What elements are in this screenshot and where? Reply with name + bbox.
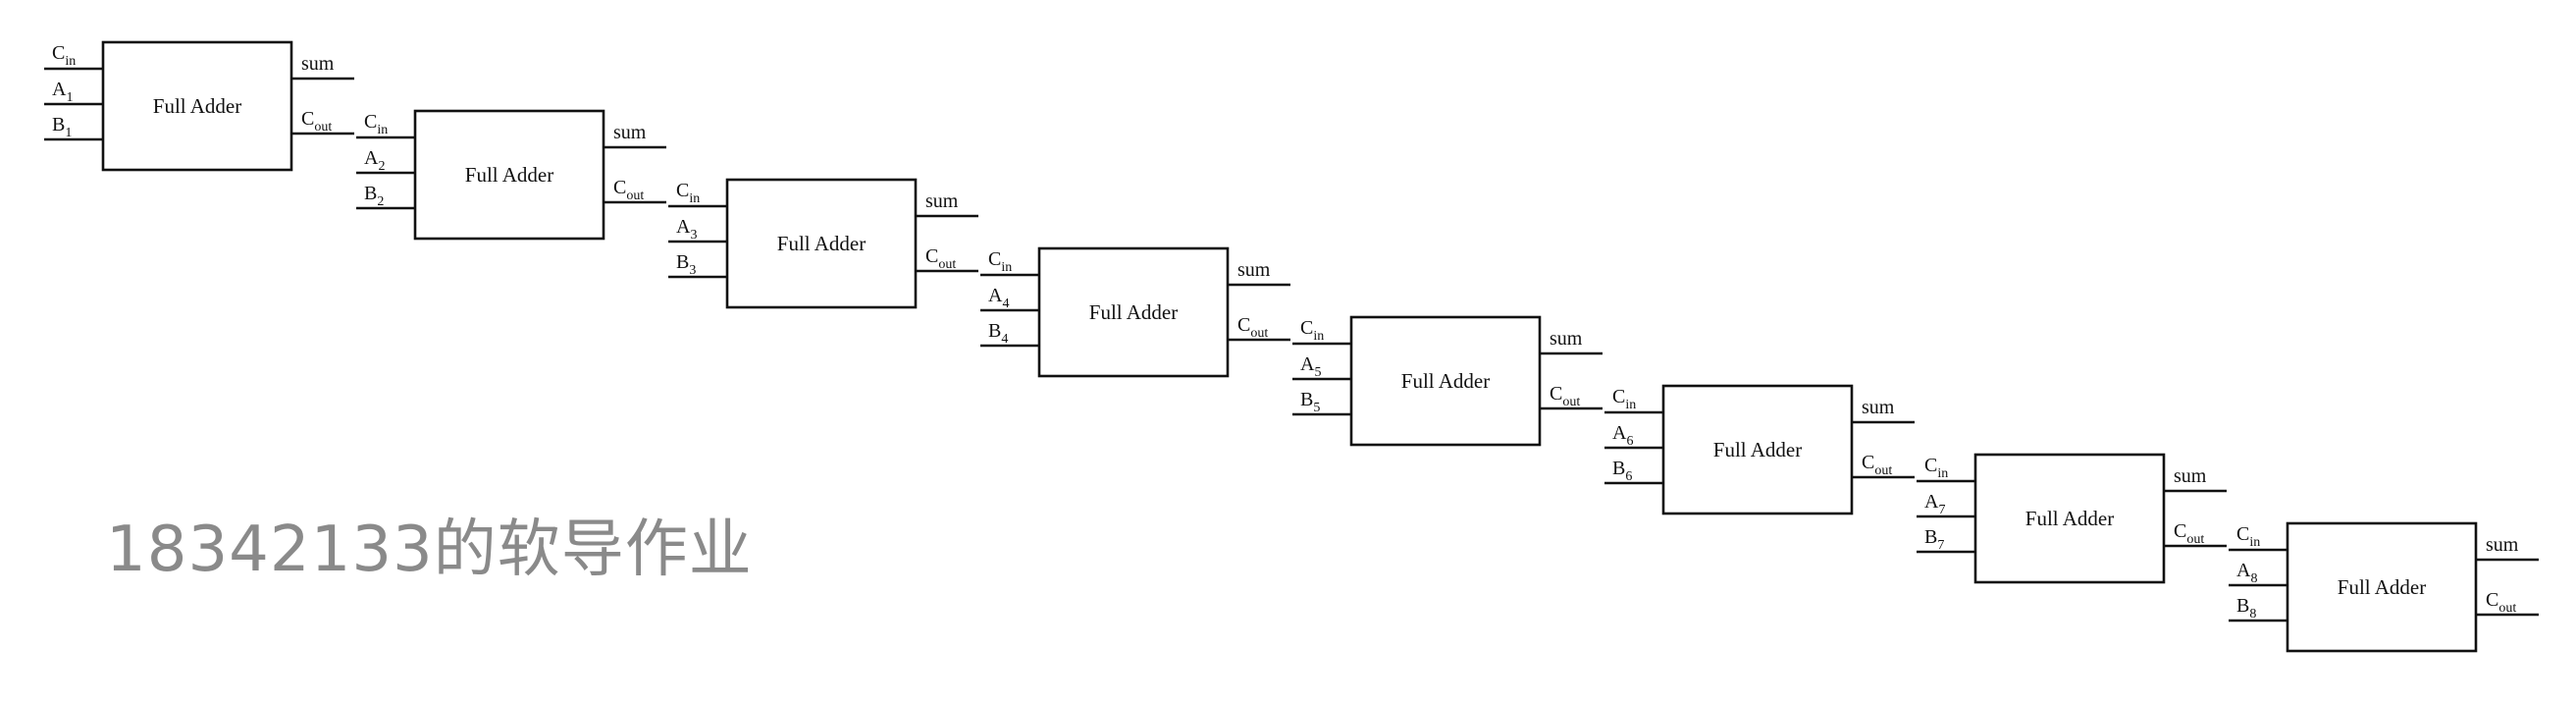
sum-label: sum: [1862, 397, 1895, 418]
cin-label: Cin: [988, 248, 1012, 275]
a-label: A3: [676, 216, 697, 243]
a-label: A1: [52, 79, 73, 105]
cout-label: Cout: [2174, 520, 2204, 547]
b-label: B6: [1612, 458, 1632, 484]
sum-label: sum: [1237, 259, 1271, 281]
a-label: A6: [1612, 422, 1633, 449]
full-adder-title: Full Adder: [2025, 507, 2114, 530]
full-adder-block: [101, 40, 293, 172]
full-adder-block: [1973, 453, 2166, 584]
b-label: B5: [1300, 389, 1320, 415]
full-adder-block: [413, 109, 605, 241]
b-label: B2: [364, 183, 384, 209]
b-label: B8: [2236, 595, 2256, 622]
full-adder-block: [1349, 315, 1542, 447]
cin-label: Cin: [1612, 386, 1636, 412]
cout-label: Cout: [301, 108, 332, 135]
cout-label: Cout: [925, 245, 956, 272]
cin-label: Cin: [2236, 523, 2260, 550]
sum-label: sum: [613, 122, 647, 143]
sum-label: sum: [1550, 328, 1583, 350]
sum-label: sum: [301, 53, 335, 75]
full-adder-block: [725, 178, 918, 309]
cin-label: Cin: [364, 111, 388, 137]
b-label: B1: [52, 114, 72, 140]
cout-label: Cout: [1550, 383, 1580, 409]
a-label: A2: [364, 147, 385, 174]
full-adder-title: Full Adder: [153, 94, 241, 118]
cin-label: Cin: [1924, 455, 1948, 481]
cout-label: Cout: [613, 177, 644, 203]
watermark: 18342133的软导作业: [106, 514, 753, 586]
b-label: B3: [676, 251, 696, 278]
sum-label: sum: [2486, 534, 2519, 556]
cout-label: Cout: [2486, 589, 2516, 616]
full-adder-title: Full Adder: [1089, 300, 1178, 324]
sum-label: sum: [2174, 465, 2207, 487]
full-adder-title: Full Adder: [1713, 438, 1802, 461]
b-label: B7: [1924, 526, 1944, 553]
a-label: A7: [1924, 491, 1945, 517]
a-label: A5: [1300, 353, 1321, 380]
full-adder-title: Full Adder: [465, 163, 553, 187]
sum-label: sum: [925, 190, 959, 212]
full-adder-block: [1037, 246, 1230, 378]
cin-label: Cin: [52, 42, 76, 69]
full-adder-block: [1661, 384, 1854, 515]
full-adder-title: Full Adder: [2338, 575, 2426, 599]
cin-label: Cin: [676, 180, 700, 206]
cout-label: Cout: [1862, 452, 1892, 478]
full-adder-block: [2286, 521, 2478, 653]
a-label: A8: [2236, 560, 2257, 586]
full-adder-title: Full Adder: [1401, 369, 1490, 393]
a-label: A4: [988, 285, 1009, 311]
full-adder-title: Full Adder: [777, 232, 866, 255]
cout-label: Cout: [1237, 314, 1268, 341]
cin-label: Cin: [1300, 317, 1324, 344]
b-label: B4: [988, 320, 1008, 347]
